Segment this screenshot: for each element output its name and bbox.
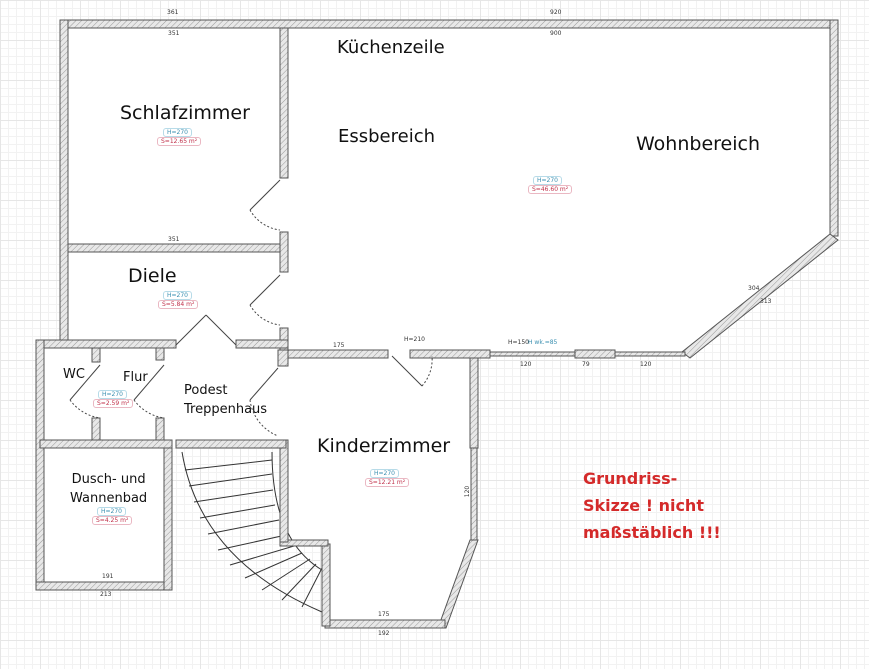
room-label-bad: Dusch- und Wannenbad (70, 470, 147, 508)
dim-sill: H wk.=85 (528, 339, 558, 346)
wall-bad-right (163, 439, 173, 591)
dim-top-right: 920 (550, 9, 562, 16)
wall-pier (574, 349, 616, 359)
dim-door-height: H=210 (404, 336, 425, 343)
dim-window-height: H=150 (508, 339, 529, 346)
staircase (181, 451, 323, 613)
diele-height: H=270 (163, 291, 192, 300)
wall-wc-flur-1 (91, 347, 101, 363)
wall-schlaf-ess-1 (279, 27, 289, 179)
kinderzimmer-area: S=12.21 m² (365, 478, 410, 487)
flur-area: S=2.59 m² (93, 399, 134, 408)
doors (69, 179, 433, 437)
schlafzimmer-area: S=12.65 m² (157, 137, 202, 146)
wall-kinder-step (279, 539, 329, 547)
room-label-diele: Diele (128, 265, 177, 287)
dim-window-2: 120 (640, 361, 652, 368)
note-line1: Grundriss- (583, 469, 678, 488)
kinderzimmer-height: H=270 (370, 469, 399, 478)
wall-flur-podest-2 (155, 417, 165, 441)
wall-right (829, 19, 839, 237)
wall-podest-right (277, 349, 289, 367)
podest-line1: Podest (184, 383, 228, 398)
wall-wc-flur-2 (91, 417, 101, 441)
room-label-flur: Flur (123, 370, 148, 385)
bad-line1: Dusch- und (71, 472, 146, 487)
dim-diag-outer: 313 (760, 298, 772, 305)
wall-schlaf-diele (67, 243, 281, 253)
room-label-podest: Podest Treppenhaus (184, 381, 267, 419)
bad-area: S=4.25 m² (92, 516, 133, 525)
room-label-kuechenzeile: Küchenzeile (337, 37, 445, 58)
dim-window-1: 120 (520, 361, 532, 368)
diele-area: S=5.84 m² (158, 300, 199, 309)
wall-top (59, 19, 839, 29)
dim-bad-bottom: 191 (102, 573, 114, 580)
room-label-schlafzimmer: Schlafzimmer (120, 102, 250, 124)
wall-diele-bottom (35, 339, 177, 349)
wall-bad-bottom (35, 581, 173, 591)
dim-bad-outer-bottom: 213 (100, 591, 112, 598)
wall-diele-bottom-2 (235, 339, 289, 349)
wall-left-upper (59, 19, 69, 343)
note-line2: Skizze ! nicht (583, 496, 704, 515)
dim-kinder-outer-bottom: 192 (378, 630, 390, 637)
wall-wc-bottom (39, 439, 173, 449)
dim-top-left: 361 (167, 9, 179, 16)
room-label-wc: WC (63, 367, 85, 382)
wall-schlaf-ess-2 (279, 231, 289, 273)
wall-podest-bottom (175, 439, 287, 449)
wall-kinder-left-lower (321, 543, 331, 627)
dim-diag-inner: 304 (748, 285, 760, 292)
room-label-kinderzimmer: Kinderzimmer (317, 435, 451, 457)
dim-schlaf-bottom: 351 (168, 236, 180, 243)
dim-kinder-bottom: 175 (378, 611, 390, 618)
room-label-essbereich: Essbereich (338, 126, 436, 147)
podest-line2: Treppenhaus (184, 402, 268, 417)
note-line3: maßstäblich !!! (583, 523, 721, 542)
upper-floor-area (64, 24, 834, 354)
wall-flur-podest-1 (155, 347, 165, 361)
kinderzimmer-floor (284, 354, 474, 626)
wall-kinder-top-2 (409, 349, 491, 359)
wall-kinder-window (470, 447, 478, 541)
wall-kinder-top (287, 349, 389, 359)
wall-kinder-right (469, 357, 479, 449)
walls (35, 19, 839, 629)
flur-height: H=270 (98, 390, 127, 399)
wall-kinder-diagonal (437, 539, 479, 629)
wall-kinder-bottom (324, 619, 446, 629)
disclaimer-note: Grundriss- Skizze ! nicht maßstäblich !!… (583, 465, 721, 546)
dim-inner-left: 351 (168, 30, 180, 37)
dim-pier: 79 (582, 361, 590, 368)
wall-left-lower (35, 339, 45, 591)
bad-height: H=270 (97, 507, 126, 516)
wohnbereich-height: H=270 (533, 176, 562, 185)
dim-window-3: 120 (464, 485, 472, 498)
wall-diagonal (681, 233, 839, 359)
dim-175: 175 (333, 342, 345, 349)
dim-inner-right: 900 (550, 30, 562, 37)
schlafzimmer-height: H=270 (163, 128, 192, 137)
bad-line2: Wannenbad (70, 491, 148, 506)
wall-kinder-left (279, 439, 289, 543)
room-label-wohnbereich: Wohnbereich (636, 133, 760, 155)
wohnbereich-area: S=46.60 m² (528, 185, 573, 194)
